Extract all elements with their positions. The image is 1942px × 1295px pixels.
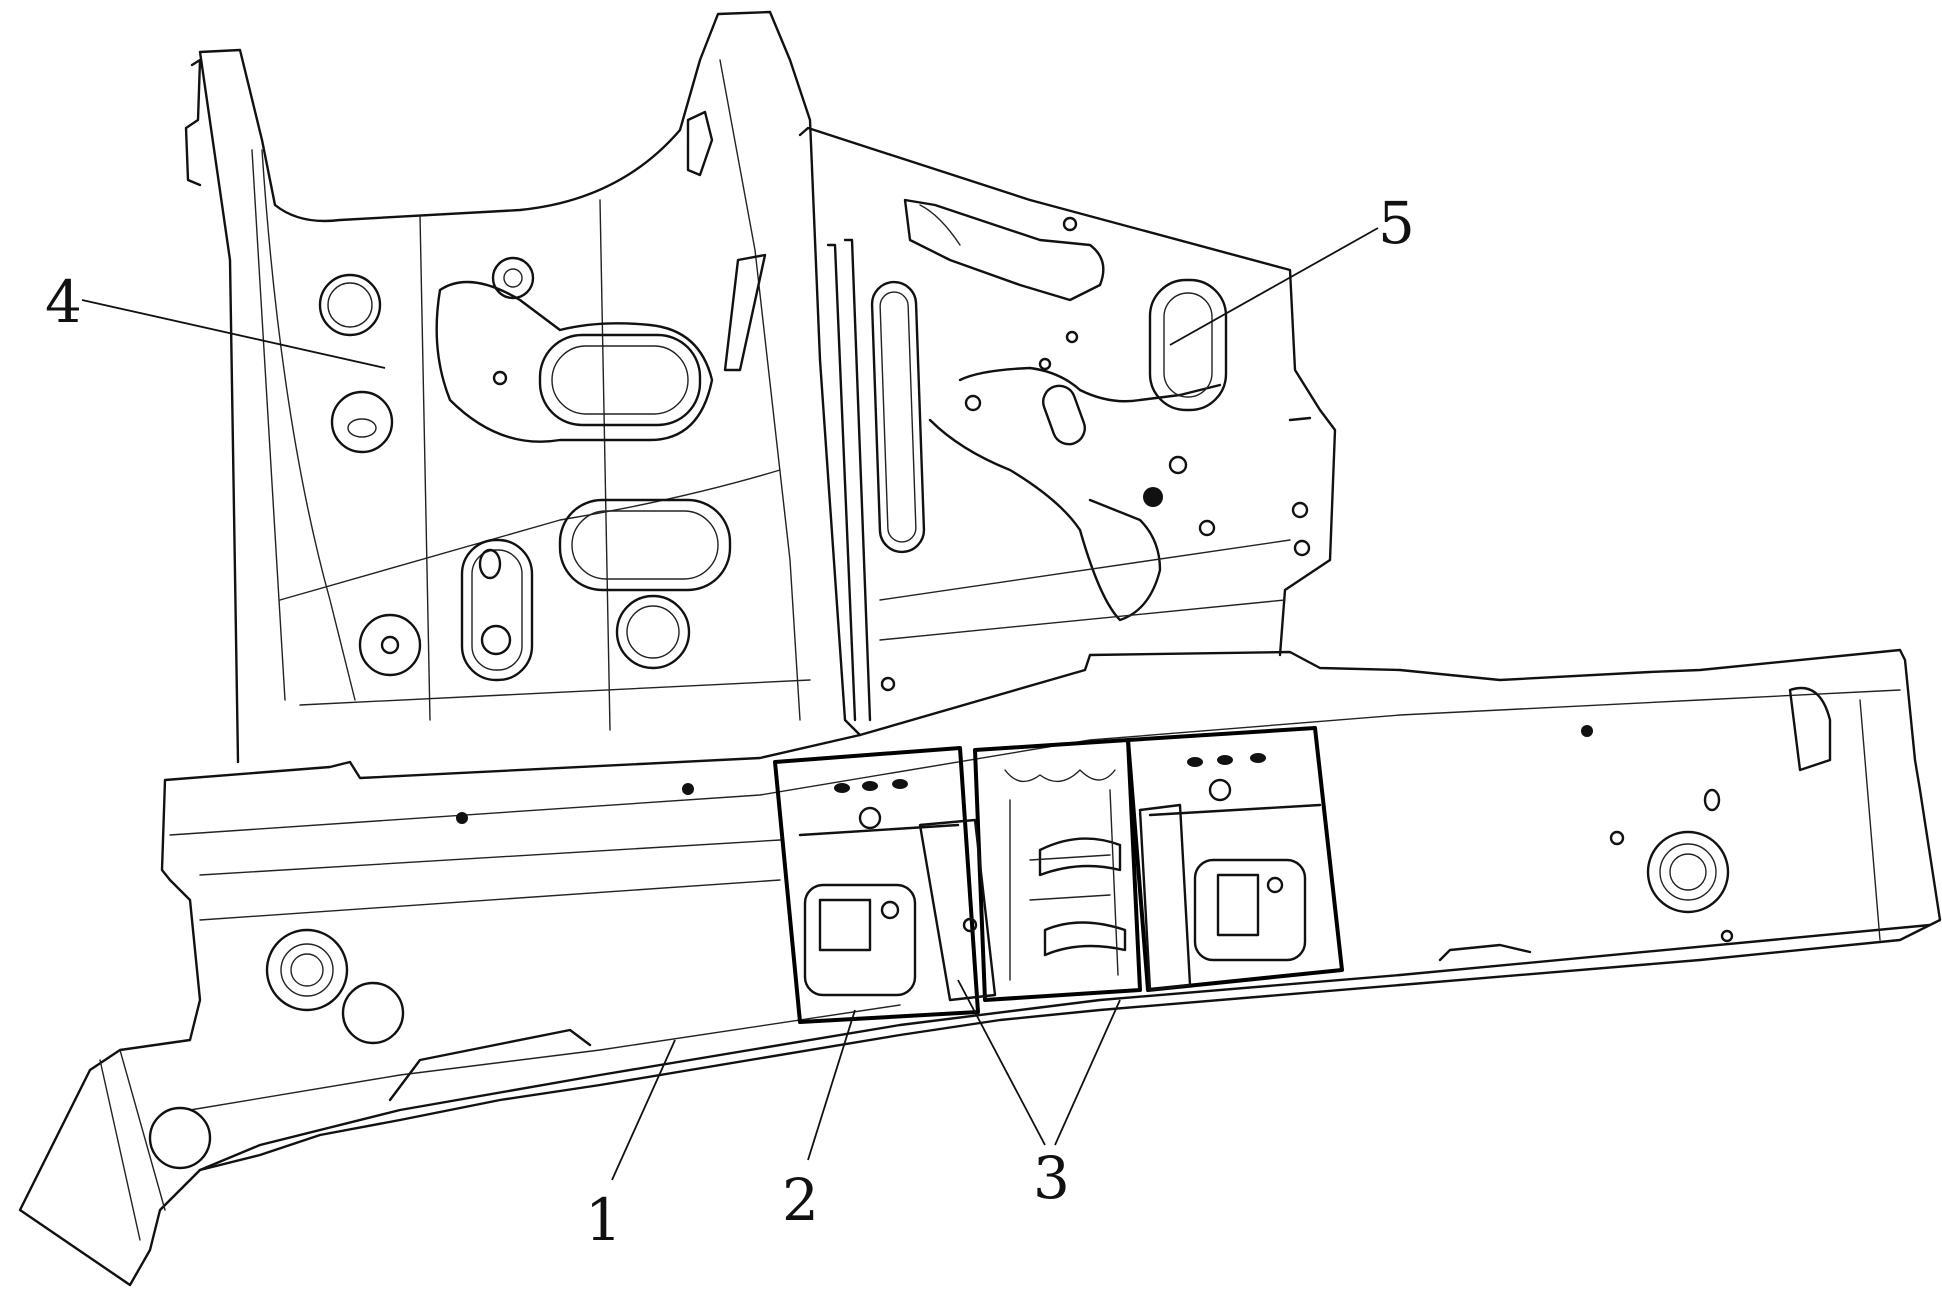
callout-3: 3 [1033, 1144, 1070, 1212]
part-5-wheelhouse-panel [800, 128, 1335, 720]
part-4-rear-panel [186, 12, 860, 762]
callout-4: 4 [45, 268, 82, 336]
part-1-rail [20, 650, 1940, 1285]
callout-2: 2 [782, 1166, 819, 1234]
leader-3b [1055, 1000, 1120, 1145]
part-2-3-brackets [775, 728, 1342, 1022]
leader-3a [958, 980, 1045, 1145]
leader-2 [808, 1010, 855, 1160]
callout-labels: 4 5 1 2 3 [45, 189, 1415, 1254]
callout-1: 1 [585, 1186, 622, 1254]
callout-5: 5 [1378, 189, 1415, 257]
leader-1 [612, 1040, 675, 1180]
